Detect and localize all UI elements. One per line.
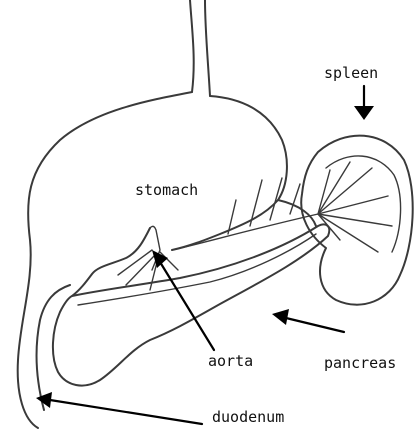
pancreas-arrowhead	[272, 309, 289, 325]
celiac-branch	[126, 255, 155, 285]
spleen-arrowhead	[354, 106, 374, 120]
gastric-vessel	[250, 180, 262, 226]
splenic-vessel	[318, 214, 392, 226]
gastric-vessel	[172, 214, 318, 250]
duodenum-arrow	[50, 400, 202, 424]
gastric-vessel	[290, 184, 300, 214]
pancreas-outline	[53, 224, 329, 385]
stomach-pylorus	[72, 228, 150, 296]
label-aorta: aorta	[208, 354, 253, 369]
esophagus-left-edge	[190, 0, 194, 92]
stomach-greater-curvature	[172, 200, 278, 250]
gastric-vessel	[270, 178, 282, 220]
pancreas-arrow	[286, 318, 344, 332]
splenic-vessel	[318, 170, 330, 214]
aorta-arrow	[160, 262, 214, 350]
label-spleen: spleen	[324, 66, 378, 81]
esophagus-right-edge	[205, 0, 210, 96]
label-duodenum: duodenum	[212, 410, 284, 425]
stomach-upper-fundus	[210, 96, 316, 226]
splenic-vessel	[318, 214, 378, 252]
splenic-vessel	[318, 162, 350, 214]
label-stomach: stomach	[135, 183, 198, 198]
label-pancreas: pancreas	[324, 356, 396, 371]
duodenum-arrowhead	[36, 392, 52, 408]
